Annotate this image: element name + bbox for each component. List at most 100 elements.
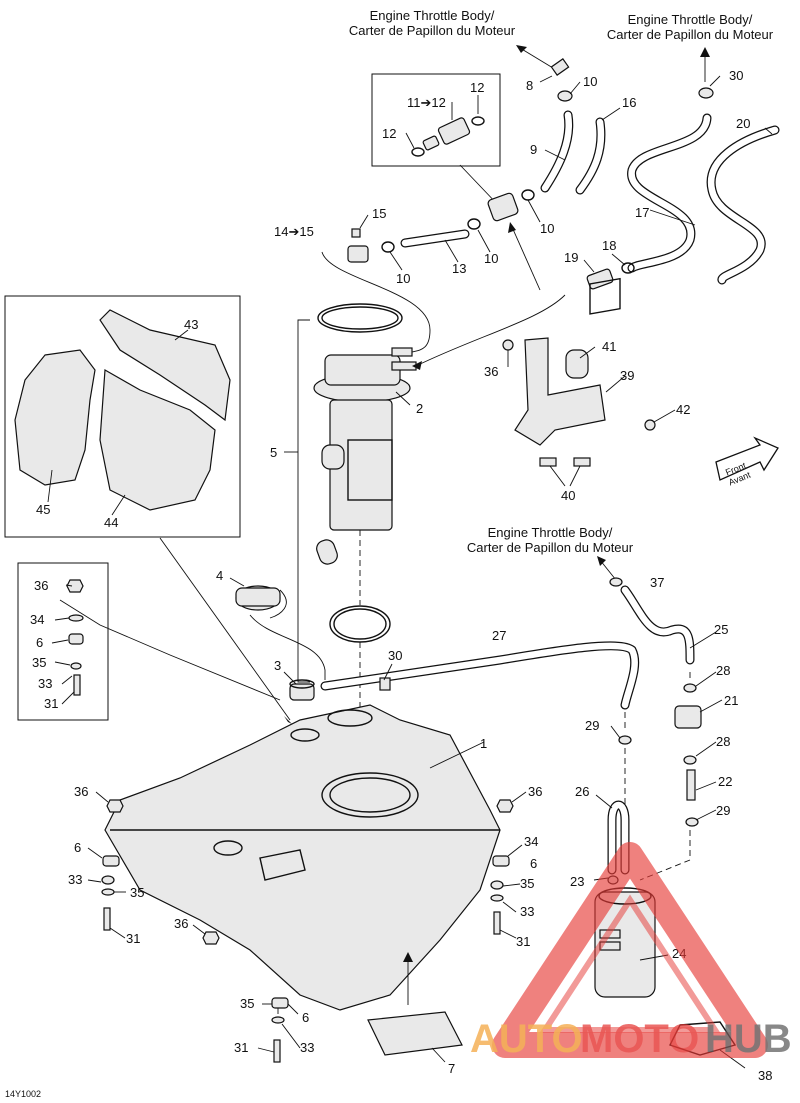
part-label-41: 41 bbox=[602, 339, 616, 354]
part-label-34-right: 34 bbox=[524, 834, 538, 849]
hardware-stacks-tank bbox=[101, 799, 514, 1063]
bracket-5 bbox=[297, 319, 310, 683]
part-label-39: 39 bbox=[620, 368, 634, 383]
part-label-43: 43 bbox=[184, 317, 198, 332]
throttle-label-mid-right: Engine Throttle Body/ Carter de Papillon… bbox=[467, 525, 634, 555]
part-label-35-bottom: 35 bbox=[240, 996, 254, 1011]
part-label-10-b: 10 bbox=[540, 221, 554, 236]
hose-16 bbox=[575, 117, 606, 195]
part-label-35-right: 35 bbox=[520, 876, 534, 891]
part-label-44: 44 bbox=[104, 515, 118, 530]
hardware-stack-left bbox=[66, 579, 84, 696]
part-label-26: 26 bbox=[575, 784, 589, 799]
part-label-42: 42 bbox=[676, 402, 690, 417]
part-label-7: 7 bbox=[448, 1061, 455, 1076]
foam-pad-7 bbox=[367, 1011, 463, 1056]
filter-inset-box bbox=[371, 73, 501, 167]
part-label-29-b: 29 bbox=[716, 803, 730, 818]
hose-17 bbox=[627, 113, 712, 273]
part-label-5: 5 bbox=[270, 445, 277, 460]
part-label-36-inset: 36 bbox=[34, 578, 48, 593]
part-label-45: 45 bbox=[36, 502, 50, 517]
fuel-tank bbox=[104, 704, 501, 1011]
automotohub-watermark: AUTO MOTO HUB bbox=[470, 842, 792, 1061]
part-label-8: 8 bbox=[526, 78, 533, 93]
fuel-cap bbox=[235, 585, 287, 619]
hose-20 bbox=[706, 125, 780, 285]
part-label-28-a: 28 bbox=[716, 663, 730, 678]
part-label-22: 22 bbox=[718, 774, 732, 789]
hose-9 bbox=[540, 110, 574, 193]
svg-text:Carter de Papillon du Moteur: Carter de Papillon du Moteur bbox=[349, 23, 516, 38]
part-label-35-left: 35 bbox=[130, 885, 144, 900]
part-label-4: 4 bbox=[216, 568, 223, 583]
part-label-12-a: 12 bbox=[470, 80, 484, 95]
part-label-10-c: 10 bbox=[484, 251, 498, 266]
hose-27 bbox=[320, 641, 640, 710]
leader-lines bbox=[47, 75, 773, 1069]
part-label-40: 40 bbox=[561, 488, 575, 503]
part-label-36-bottom: 36 bbox=[174, 916, 188, 931]
part-label-33-inset: 33 bbox=[38, 676, 52, 691]
part-label-12-b: 12 bbox=[382, 126, 396, 141]
part-label-16: 16 bbox=[622, 95, 636, 110]
part-label-17: 17 bbox=[635, 205, 649, 220]
svg-text:Carter de Papillon du Moteur: Carter de Papillon du Moteur bbox=[467, 540, 634, 555]
part-label-29-a: 29 bbox=[585, 718, 599, 733]
mounting-bracket bbox=[502, 277, 656, 467]
part-label-3: 3 bbox=[274, 658, 281, 673]
heat-shield-inset-box bbox=[4, 295, 241, 538]
part-label-28-b: 28 bbox=[716, 734, 730, 749]
figure-code: 14Y1002 bbox=[5, 1089, 41, 1099]
fuel-filter bbox=[411, 116, 485, 157]
svg-text:Engine Throttle Body/: Engine Throttle Body/ bbox=[628, 12, 753, 27]
part-label-23: 23 bbox=[570, 874, 584, 889]
pump-seal-ring-bottom bbox=[329, 605, 391, 643]
pump-seal-ring-top bbox=[317, 303, 403, 333]
throttle-label-top-center: Engine Throttle Body/ Carter de Papillon… bbox=[349, 8, 516, 38]
part-label-6-bottom: 6 bbox=[302, 1010, 309, 1025]
part-label-9: 9 bbox=[530, 142, 537, 157]
part-label-31-left: 31 bbox=[126, 931, 140, 946]
part-label-33-bottom: 33 bbox=[300, 1040, 314, 1055]
part-label-6-inset: 6 bbox=[36, 635, 43, 650]
part-label-21: 21 bbox=[724, 693, 738, 708]
fittings-upper bbox=[347, 58, 714, 290]
svg-text:Carter de Papillon du Moteur: Carter de Papillon du Moteur bbox=[607, 27, 774, 42]
part-label-10-a: 10 bbox=[583, 74, 597, 89]
part-label-30-mid: 30 bbox=[388, 648, 402, 663]
part-label-20: 20 bbox=[736, 116, 750, 131]
part-label-15: 15 bbox=[372, 206, 386, 221]
part-label-25: 25 bbox=[714, 622, 728, 637]
part-label-2: 2 bbox=[416, 401, 423, 416]
part-label-31-inset: 31 bbox=[44, 696, 58, 711]
part-label-36-right: 36 bbox=[528, 784, 542, 799]
watermark-moto: MOTO bbox=[580, 1017, 699, 1061]
part-label-1: 1 bbox=[480, 736, 487, 751]
part-label-36-bracket: 36 bbox=[484, 364, 498, 379]
part-label-13: 13 bbox=[452, 261, 466, 276]
part-label-33-right: 33 bbox=[520, 904, 534, 919]
part-label-14-15: 14➔15 bbox=[274, 224, 314, 239]
part-label-34-inset: 34 bbox=[30, 612, 44, 627]
part-label-6-left: 6 bbox=[74, 840, 81, 855]
part-label-36-left: 36 bbox=[74, 784, 88, 799]
part-label-38: 38 bbox=[758, 1068, 772, 1083]
part-label-33-left: 33 bbox=[68, 872, 82, 887]
part-label-31-right: 31 bbox=[516, 934, 530, 949]
heat-shields bbox=[14, 309, 231, 511]
part-label-10-d: 10 bbox=[396, 271, 410, 286]
part-label-31-bottom: 31 bbox=[234, 1040, 248, 1055]
part-label-37: 37 bbox=[650, 575, 664, 590]
part-label-18: 18 bbox=[602, 238, 616, 253]
watermark-auto: AUTO bbox=[470, 1017, 583, 1061]
throttle-label-top-right: Engine Throttle Body/ Carter de Papillon… bbox=[607, 12, 774, 42]
front-arrow: Front Avant bbox=[715, 436, 779, 488]
part-label-6-right: 6 bbox=[530, 856, 537, 871]
hardware-inset-box bbox=[17, 562, 109, 721]
part-label-27: 27 bbox=[492, 628, 506, 643]
throttle-arrows bbox=[516, 45, 710, 581]
svg-text:Engine Throttle Body/: Engine Throttle Body/ bbox=[370, 8, 495, 23]
hose-13 bbox=[400, 229, 470, 248]
